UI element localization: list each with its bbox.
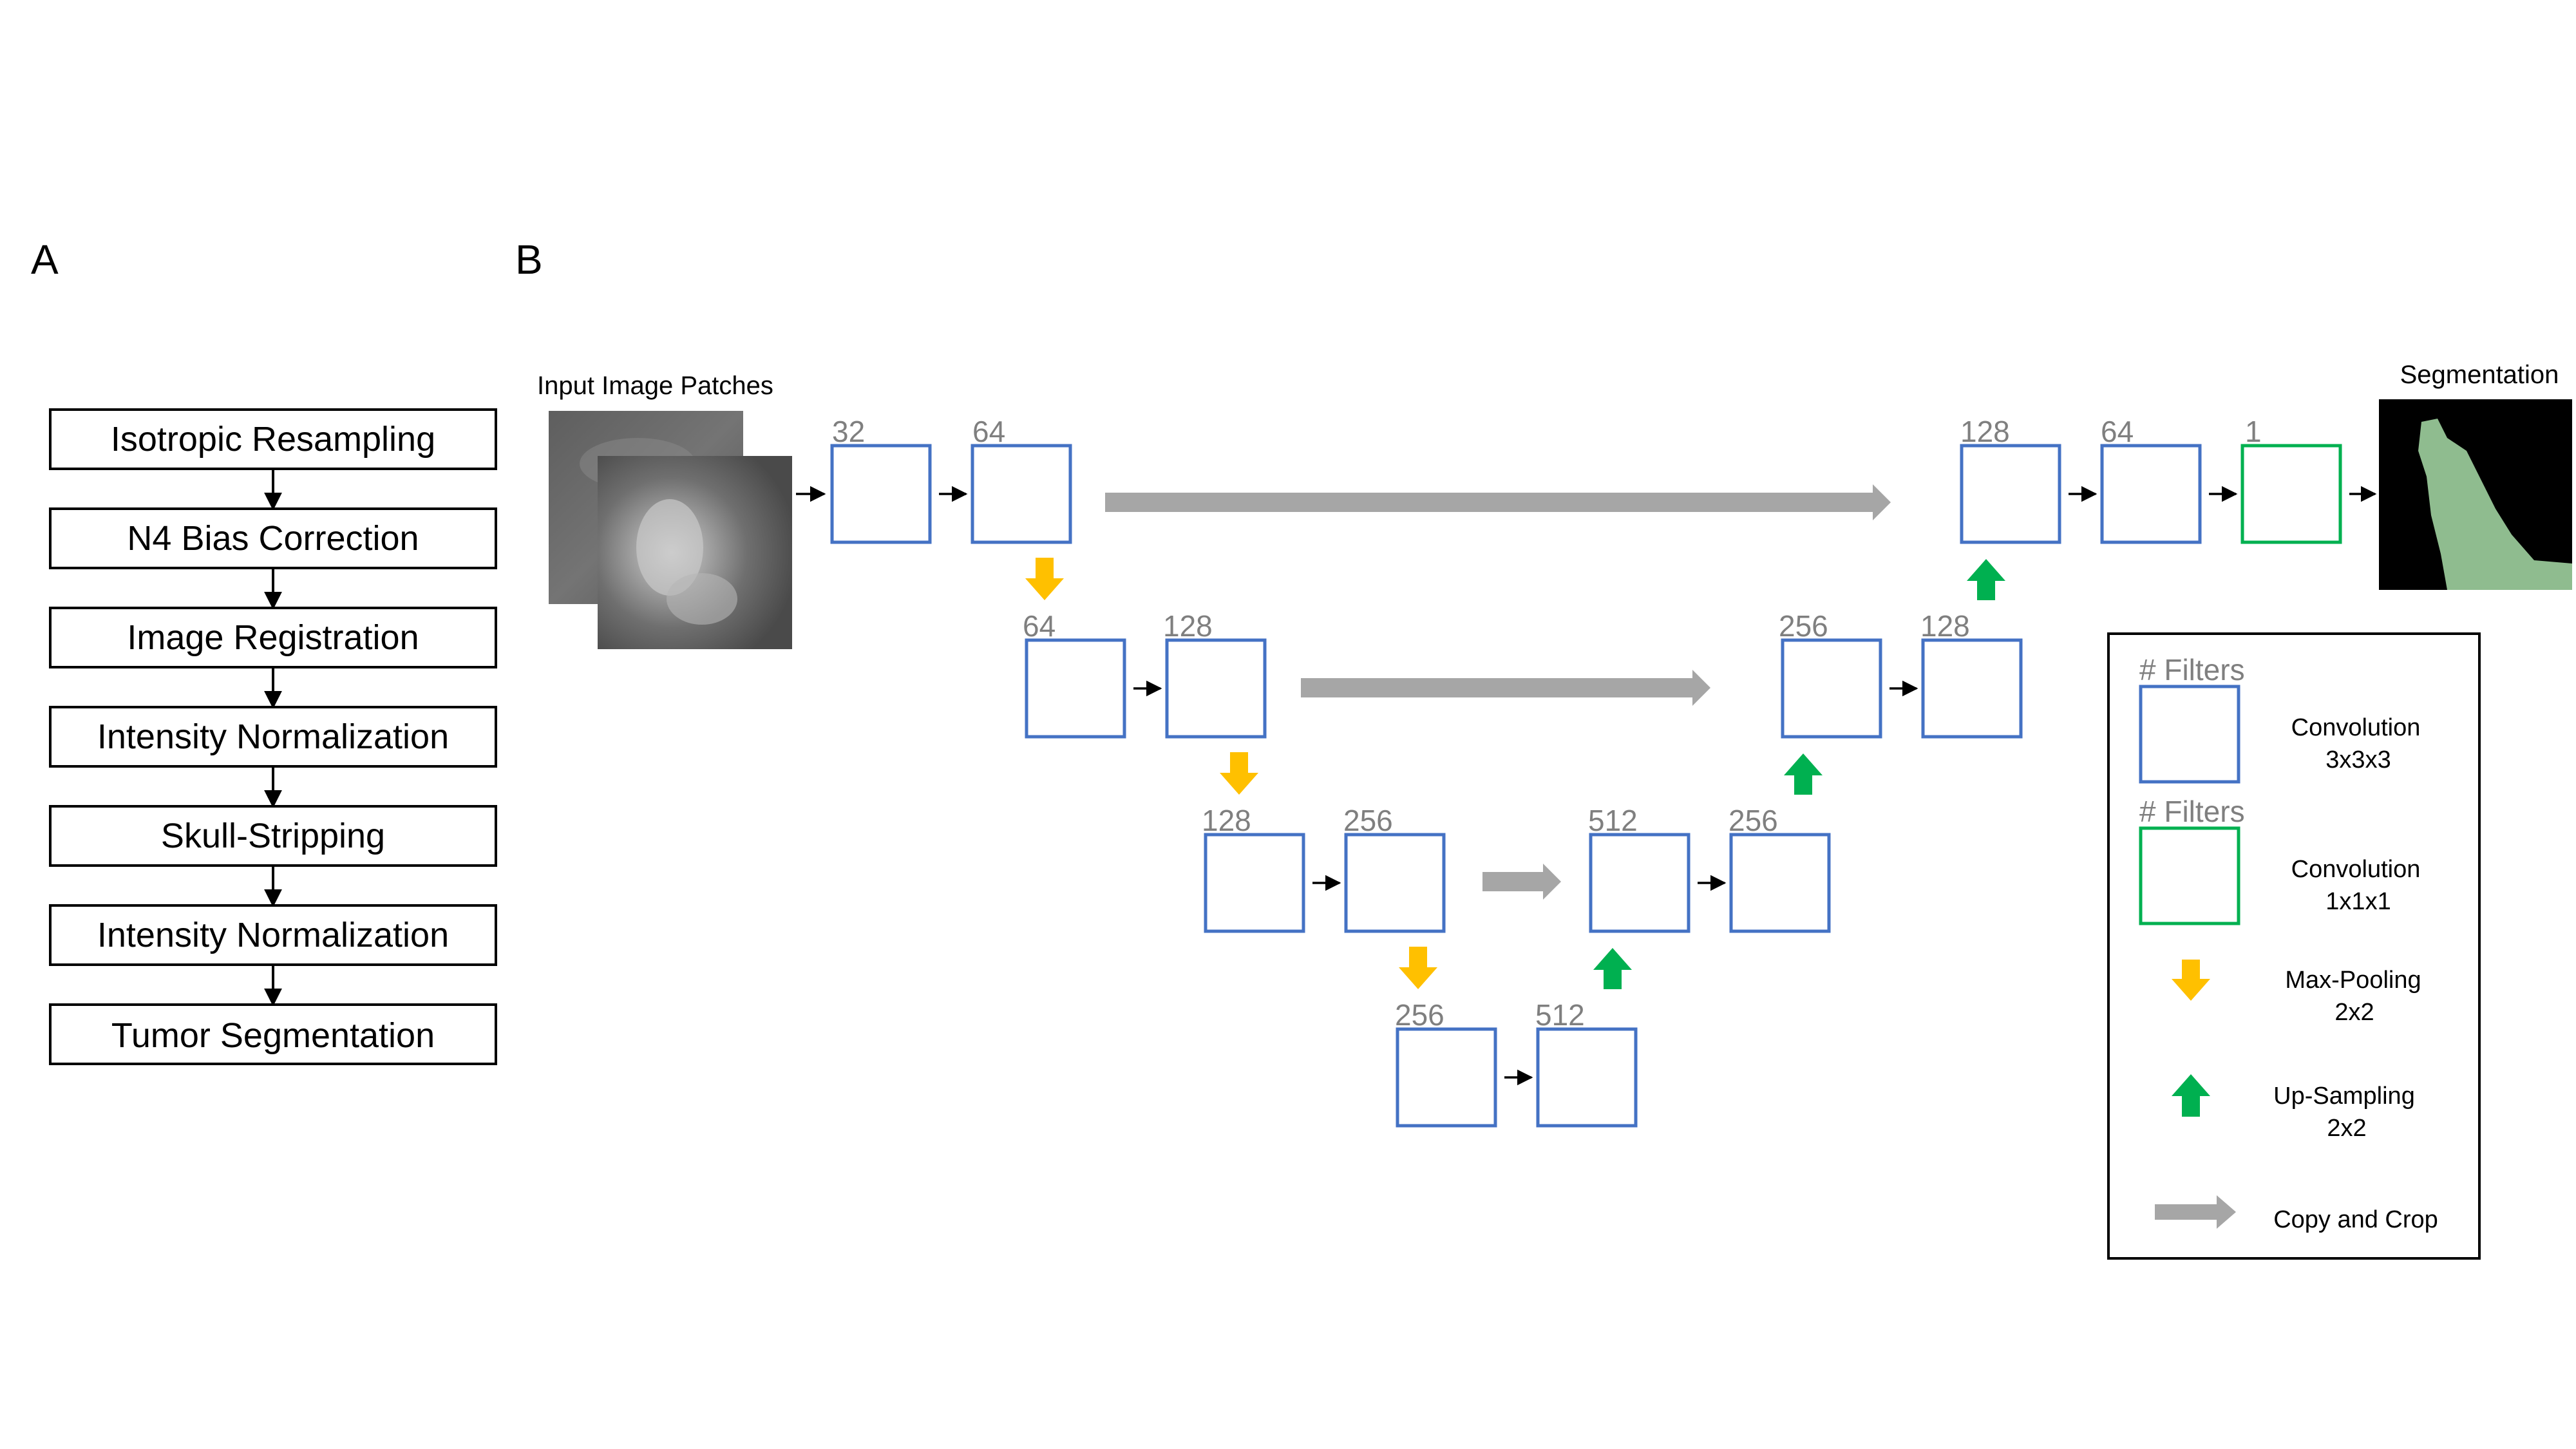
copy-crop-arrow (1301, 670, 1710, 706)
conv-block (830, 444, 932, 544)
conv-block (1781, 638, 1882, 739)
flow-arrows (796, 486, 2377, 1086)
input-label: Input Image Patches (537, 372, 773, 400)
skip-connections (1105, 484, 1891, 900)
pipeline-step-label: Skull-Stripping (161, 817, 385, 855)
upsample-arrow (1593, 948, 1632, 989)
filter-count: 512 (1535, 998, 1585, 1032)
conv-block (1025, 638, 1126, 739)
upsample-arrows (1593, 559, 2005, 989)
copy-crop-arrow (1482, 864, 1561, 900)
pipeline-step: Tumor Segmentation (49, 1003, 497, 1065)
conv-block (1204, 833, 1305, 933)
pipeline-step-label: Tumor Segmentation (111, 1016, 435, 1055)
conv-block (1921, 638, 2023, 739)
pipeline: Isotropic Resampling N4 Bias Correction … (49, 408, 497, 1065)
legend-upsample-arrow (2172, 1074, 2210, 1117)
legend-maxpool-line2: 2x2 (2334, 999, 2374, 1026)
pipeline-step: N4 Bias Correction (49, 507, 497, 569)
legend-conv1-line1: Convolution (2291, 856, 2421, 883)
conv-block (2100, 444, 2202, 544)
filter-count: 64 (972, 415, 1005, 448)
panel-label-a: A (31, 236, 59, 283)
filter-count: 64 (1023, 609, 1056, 643)
legend-upsample-line1: Up-Sampling (2273, 1083, 2415, 1110)
filter-count: 256 (1779, 609, 1828, 643)
upsample-arrow (1784, 753, 1823, 795)
filter-count: 256 (1728, 804, 1778, 837)
pipeline-step: Intensity Normalization (49, 706, 497, 768)
pipeline-step-label: Isotropic Resampling (111, 420, 435, 459)
pipeline-step: Isotropic Resampling (49, 408, 497, 470)
maxpool-arrows (1025, 558, 1437, 989)
conv-block (1729, 833, 1831, 933)
input-image-patches (549, 411, 792, 649)
maxpool-arrow (1399, 947, 1437, 989)
pipeline-step-label: Intensity Normalization (97, 717, 449, 756)
panel-label-b: B (515, 236, 543, 283)
filter-count: 512 (1588, 804, 1638, 837)
pipeline-step: Image Registration (49, 607, 497, 668)
legend-conv3-swatch (2139, 685, 2240, 784)
pipeline-step-label: Image Registration (127, 618, 419, 657)
conv-block (1165, 638, 1267, 739)
legend-conv1-line2: 1x1x1 (2325, 888, 2391, 915)
conv-block (1396, 1027, 1497, 1128)
conv-block-output (2240, 444, 2342, 544)
conv-block (971, 444, 1072, 544)
filter-count: 32 (832, 415, 865, 448)
legend: # Filters Convolution 3x3x3 # Filters Co… (2107, 632, 2481, 1260)
filter-count: 128 (1920, 609, 1970, 643)
filter-count: 1 (2245, 415, 2262, 448)
filter-count: 256 (1395, 998, 1444, 1032)
legend-conv3-line2: 3x3x3 (2325, 746, 2391, 773)
legend-conv1-swatch (2139, 826, 2240, 925)
conv-block (1589, 833, 1690, 933)
conv-block (1960, 444, 2061, 544)
maxpool-arrow (1220, 752, 1258, 795)
legend-copy-label: Copy and Crop (2273, 1206, 2438, 1233)
legend-filters-label: # Filters (2139, 795, 2245, 828)
maxpool-arrow (1025, 558, 1064, 600)
copy-crop-arrow (1105, 484, 1891, 520)
filter-count: 128 (1163, 609, 1213, 643)
conv-block (1536, 1027, 1638, 1128)
pipeline-step-label: N4 Bias Correction (127, 519, 419, 558)
segmentation-image (2379, 399, 2572, 590)
filter-count: 64 (2101, 415, 2134, 448)
upsample-arrow (1967, 559, 2005, 600)
conv-blocks (830, 444, 2342, 1128)
legend-filters-label: # Filters (2139, 653, 2245, 687)
legend-maxpool-arrow (2172, 960, 2210, 1001)
pipeline-step-label: Intensity Normalization (97, 916, 449, 954)
legend-maxpool-line1: Max-Pooling (2285, 967, 2421, 994)
filter-count: 128 (1202, 804, 1251, 837)
pipeline-step: Intensity Normalization (49, 904, 497, 966)
legend-upsample-line2: 2x2 (2327, 1115, 2366, 1142)
conv-block (1344, 833, 1446, 933)
pipeline-step: Skull-Stripping (49, 805, 497, 867)
filter-count: 128 (1960, 415, 2010, 448)
legend-copy-arrow (2155, 1195, 2236, 1229)
legend-conv3-line1: Convolution (2291, 714, 2421, 741)
filter-count: 256 (1343, 804, 1393, 837)
output-label: Segmentation (2400, 361, 2559, 389)
filter-counts: 32 64 64 128 128 256 256 512 512 256 256… (832, 415, 2262, 1032)
